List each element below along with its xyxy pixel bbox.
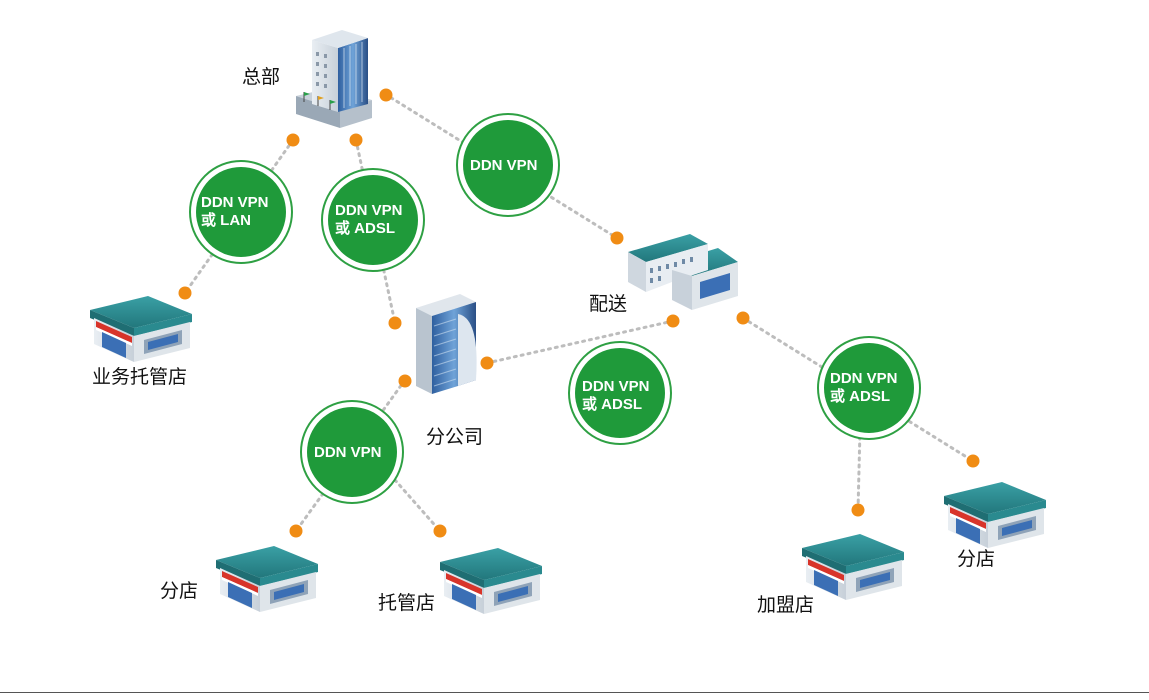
link-circle-hq-mission <box>189 160 293 264</box>
storefront-icon <box>216 546 318 612</box>
node-label-hq: 总部 <box>242 66 281 88</box>
link-branch-hosted-store <box>393 478 442 533</box>
connector-dot <box>349 133 363 147</box>
office-tower-icon <box>416 294 477 394</box>
link-label-line2: 或 ADSL <box>335 219 395 237</box>
link-label-line1: DDN VPN <box>201 194 269 211</box>
connector-dot <box>966 454 980 468</box>
node-label-hosted-store: 托管店 <box>378 592 436 614</box>
connector-dot <box>289 524 303 538</box>
connector-dot <box>398 374 412 388</box>
link-label-line1: DDN VPN <box>830 370 898 387</box>
link-circle-branch-distribution <box>568 341 672 445</box>
node-label-franchise-store: 加盟店 <box>757 594 815 616</box>
link-label-line1: DDN VPN <box>470 157 538 174</box>
storefront-icon <box>90 296 192 362</box>
link-label-line1: DDN VPN <box>335 202 403 219</box>
node-label-mission-store: 业务托管店 <box>92 366 188 388</box>
node-label-branch-store-left: 分店 <box>160 580 199 602</box>
connector-dot <box>286 133 300 147</box>
link-label-line2: 或 ADSL <box>830 387 890 405</box>
storefront-icon <box>440 548 542 614</box>
connector-dot <box>388 316 402 330</box>
connector-dot <box>433 524 447 538</box>
link-circle-distribution-stores <box>817 336 921 440</box>
link-circle-hq-distribution <box>456 113 560 217</box>
connector-dot <box>379 88 393 102</box>
connector-dot <box>480 356 494 370</box>
node-label-branch-company: 分公司 <box>426 426 484 448</box>
connector-dot <box>178 286 192 300</box>
bottom-divider <box>0 692 1149 693</box>
connector-dot <box>736 311 750 325</box>
storefront-icon <box>802 534 904 600</box>
connector-dot <box>851 503 865 517</box>
link-label-line1: DDN VPN <box>582 378 650 395</box>
connector-dots <box>178 88 980 538</box>
link-circles <box>189 113 921 504</box>
storefront-icon <box>944 482 1046 548</box>
node-label-branch-store-right: 分店 <box>957 548 996 570</box>
skyscraper-icon <box>296 30 372 128</box>
link-label-line1: DDN VPN <box>314 444 382 461</box>
warehouse-icon <box>628 234 738 310</box>
link-label-line2: 或 ADSL <box>582 395 642 413</box>
link-distribution-franchise <box>856 428 862 512</box>
connector-dot <box>610 231 624 245</box>
link-circle-branch-stores <box>300 400 404 504</box>
connector-dot <box>666 314 680 328</box>
link-circle-hq-branch <box>321 168 425 272</box>
link-label-line2: 或 LAN <box>201 211 251 229</box>
node-label-distribution: 配送 <box>589 293 628 315</box>
